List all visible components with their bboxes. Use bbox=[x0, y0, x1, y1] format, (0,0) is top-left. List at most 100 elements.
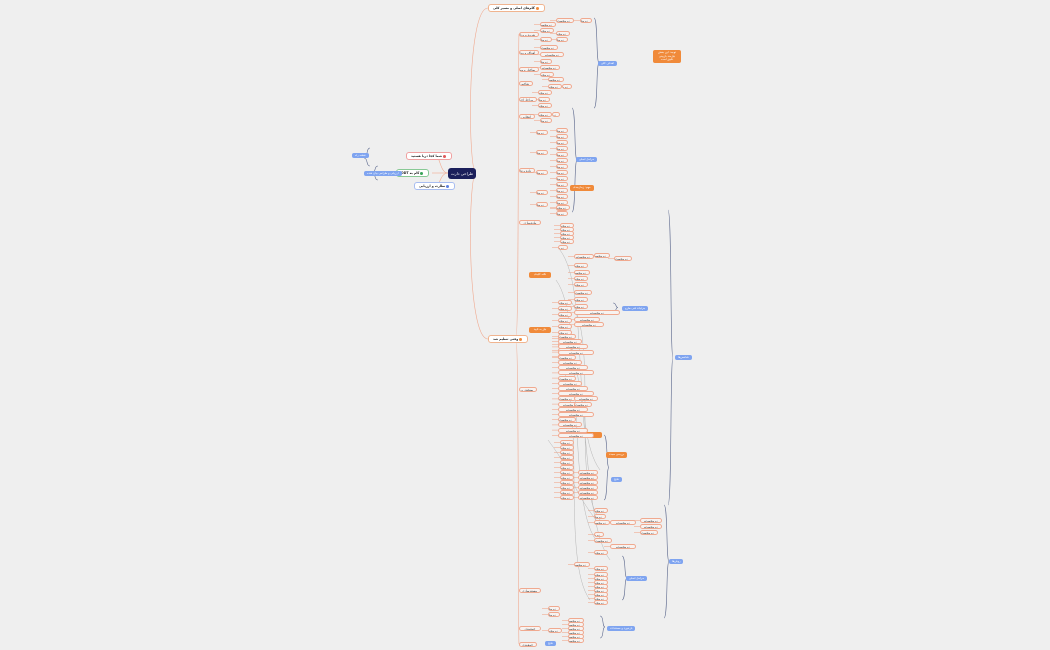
leaf-node[interactable]: زیرمجموعه bbox=[548, 77, 564, 82]
section-9[interactable]: سنجش و بهبود bbox=[519, 387, 537, 392]
leaf-node[interactable]: زیرمجموعه bbox=[556, 205, 570, 210]
leaf-node[interactable]: زیرمجموعه bbox=[556, 164, 568, 169]
leaf-node[interactable]: زیرمجموعه bbox=[538, 112, 552, 117]
leaf-node[interactable]: زیرمجموعه bbox=[574, 396, 598, 401]
leaf-node[interactable]: زیرمجموعه bbox=[556, 158, 568, 163]
leaf-node[interactable]: زیرمجموعه bbox=[558, 412, 594, 417]
leaf-node[interactable]: زیرمجموعه bbox=[560, 239, 574, 244]
leaf-node[interactable]: زیرمجموعه bbox=[536, 170, 548, 175]
right-branch-main[interactable]: وقتی تنظیم شد bbox=[488, 335, 529, 343]
leaf-node[interactable]: زیرمجموعه bbox=[560, 445, 574, 450]
leaf-node[interactable]: زیرمجموعه bbox=[560, 440, 574, 445]
leaf-node[interactable]: زیرمجموعه bbox=[556, 170, 568, 175]
leaf-node[interactable]: زیرمجموعه bbox=[538, 97, 550, 102]
leaf-node[interactable]: زیرمجموعه bbox=[540, 65, 560, 70]
leaf-node[interactable]: زیرمجموعه bbox=[558, 360, 582, 365]
leaf-node[interactable]: زیرمجموعه bbox=[568, 638, 584, 643]
leaf-node[interactable]: زیرمجموعه bbox=[560, 490, 574, 495]
leaf-node[interactable]: زیرمجموعه bbox=[558, 344, 588, 350]
leaf-node[interactable]: زیرمجموعه bbox=[540, 59, 552, 64]
leaf-node[interactable]: زیرمجموعه bbox=[558, 349, 594, 355]
leaf-node[interactable]: زیرمجموعه bbox=[558, 406, 588, 412]
section-1[interactable]: شروع و برنامه‌ریزی bbox=[519, 32, 539, 37]
leaf-node[interactable]: زیرمجموعه bbox=[558, 245, 568, 250]
leaf-node[interactable]: زیرمجموعه bbox=[540, 28, 554, 33]
leaf-node[interactable]: زیرمجموعه bbox=[640, 518, 662, 523]
leaf-node[interactable]: زیرمجموعه bbox=[540, 45, 558, 50]
leaf-node[interactable]: زیرمجموعه bbox=[558, 370, 594, 376]
leaf-node[interactable]: زیرمجموعه bbox=[558, 427, 588, 433]
leaf-node[interactable]: زیرمجموعه bbox=[558, 375, 576, 381]
section-11[interactable]: جمع‌بندی bbox=[519, 626, 541, 631]
leaf-node[interactable]: زیرمجموعه bbox=[558, 365, 588, 371]
leaf-node[interactable]: زیرمجموعه bbox=[578, 485, 598, 490]
leaf-node[interactable]: زیرمجموعه bbox=[536, 130, 548, 135]
leaf-node[interactable]: زیرمجموعه bbox=[594, 600, 608, 605]
leaf-node[interactable]: زیرمجموعه bbox=[556, 188, 568, 193]
leaf-node[interactable]: زیرمجموعه bbox=[540, 22, 556, 27]
leaf-node[interactable]: زیرمجموعه bbox=[548, 84, 562, 89]
section-3[interactable]: ساختار و مولفه‌ها bbox=[519, 67, 539, 72]
section-8[interactable]: پیاده‌سازی bbox=[519, 220, 541, 225]
leaf-node[interactable]: زیرمجموعه bbox=[558, 312, 572, 317]
section-6[interactable]: انتخاب روش bbox=[519, 114, 535, 119]
leaf-node[interactable]: زیرمجموعه bbox=[548, 628, 562, 633]
leaf-node[interactable]: زیرمجموعه bbox=[558, 432, 594, 438]
leaf-node[interactable]: زیرمجموعه bbox=[556, 37, 568, 42]
root-node[interactable]: طراحی دارت bbox=[448, 168, 476, 179]
leaf-node[interactable]: زیرمجموعه bbox=[560, 480, 574, 485]
leaf-node[interactable]: زیرمجموعه bbox=[558, 422, 582, 428]
leaf-node[interactable]: زیرمجموعه bbox=[536, 150, 548, 155]
leaf-node[interactable]: زیرمجموعه bbox=[610, 544, 636, 549]
leaf-node[interactable]: زیرمجموعه bbox=[538, 90, 552, 95]
leaf-node[interactable]: زیرمجموعه bbox=[574, 304, 588, 309]
leaf-node[interactable]: زیرمجموعه bbox=[578, 470, 598, 475]
leaf-node[interactable]: زیرمجموعه bbox=[552, 112, 560, 117]
section-7[interactable]: داده و تحلیل bbox=[519, 168, 535, 173]
leaf-node[interactable]: زیرمجموعه bbox=[556, 194, 568, 199]
leaf-node[interactable]: زیرمجموعه bbox=[640, 530, 658, 535]
leaf-node[interactable]: زیرمجموعه bbox=[556, 152, 568, 157]
left-branch-3[interactable]: نظارت و ارزیابی bbox=[414, 182, 456, 190]
leaf-node[interactable]: زیرمجموعه bbox=[540, 72, 554, 77]
leaf-node[interactable]: زیرمجموعه bbox=[594, 532, 604, 537]
leaf-node[interactable]: زیرمجموعه bbox=[558, 339, 582, 345]
leaf-node[interactable]: زیرمجموعه bbox=[558, 380, 582, 386]
leaf-node[interactable]: زیرمجموعه bbox=[556, 146, 568, 151]
leaf-node[interactable]: زیرمجموعه bbox=[558, 417, 576, 423]
leaf-node[interactable]: زیرمجموعه bbox=[560, 495, 574, 500]
section-2[interactable]: اهداف و ویژگی‌ها bbox=[519, 50, 539, 55]
leaf-node[interactable]: زیرمجموعه bbox=[548, 606, 560, 611]
leaf-node[interactable]: زیرمجموعه bbox=[574, 282, 588, 287]
leaf-node[interactable]: زیرمجموعه bbox=[540, 118, 552, 123]
leaf-node[interactable]: زیرمجموعه bbox=[556, 31, 570, 36]
leaf-node[interactable]: زیرمجموعه bbox=[556, 140, 568, 145]
leaf-node[interactable]: زیرمجموعه bbox=[578, 475, 598, 480]
leaf-node[interactable]: زیرمجموعه bbox=[558, 334, 576, 339]
leaf-node[interactable]: زیرمجموعه bbox=[578, 490, 598, 495]
leaf-node[interactable]: زیرمجموعه bbox=[594, 538, 612, 543]
leaf-node[interactable]: زیرمجموعه bbox=[574, 254, 594, 259]
leaf-node[interactable]: زیرمجموعه bbox=[574, 402, 592, 407]
leaf-node[interactable]: زیرمجموعه bbox=[556, 200, 568, 205]
leaf-node[interactable]: زیرمجموعه bbox=[558, 318, 572, 323]
leaf-node[interactable]: زیرمجموعه bbox=[560, 450, 574, 455]
leaf-node[interactable]: زیرمجموعه bbox=[594, 514, 606, 519]
leaf-node[interactable]: زیرمجموعه bbox=[574, 297, 588, 302]
leaf-node[interactable]: زیرمجموعه bbox=[614, 256, 632, 261]
leaf-node[interactable]: زیرمجموعه bbox=[556, 128, 568, 133]
leaf-node[interactable]: زیرمجموعه bbox=[578, 480, 598, 485]
leaf-node[interactable]: زیرمجموعه bbox=[574, 290, 592, 295]
leaf-node[interactable]: زیرمجموعه bbox=[574, 310, 620, 315]
leaf-node[interactable]: زیرمجموعه bbox=[560, 485, 574, 490]
leaf-node[interactable]: زیرمجموعه bbox=[560, 475, 574, 480]
leaf-node[interactable]: زیرمجموعه bbox=[574, 317, 600, 322]
leaf-node[interactable]: زیرمجموعه bbox=[594, 566, 608, 571]
leaf-node[interactable]: زیرمجموعه bbox=[574, 562, 590, 567]
right-branch-top[interactable]: گام‌های اصلی و مسیر کلی bbox=[488, 4, 545, 12]
leaf-node[interactable]: زیرمجموعه bbox=[556, 134, 568, 139]
leaf-node[interactable]: زیرمجموعه bbox=[540, 52, 564, 57]
leaf-node[interactable]: زیرمجموعه bbox=[558, 324, 572, 329]
section-12[interactable]: جمع‌بندی bbox=[519, 642, 537, 647]
section-10[interactable]: مستندسازی bbox=[519, 588, 541, 593]
